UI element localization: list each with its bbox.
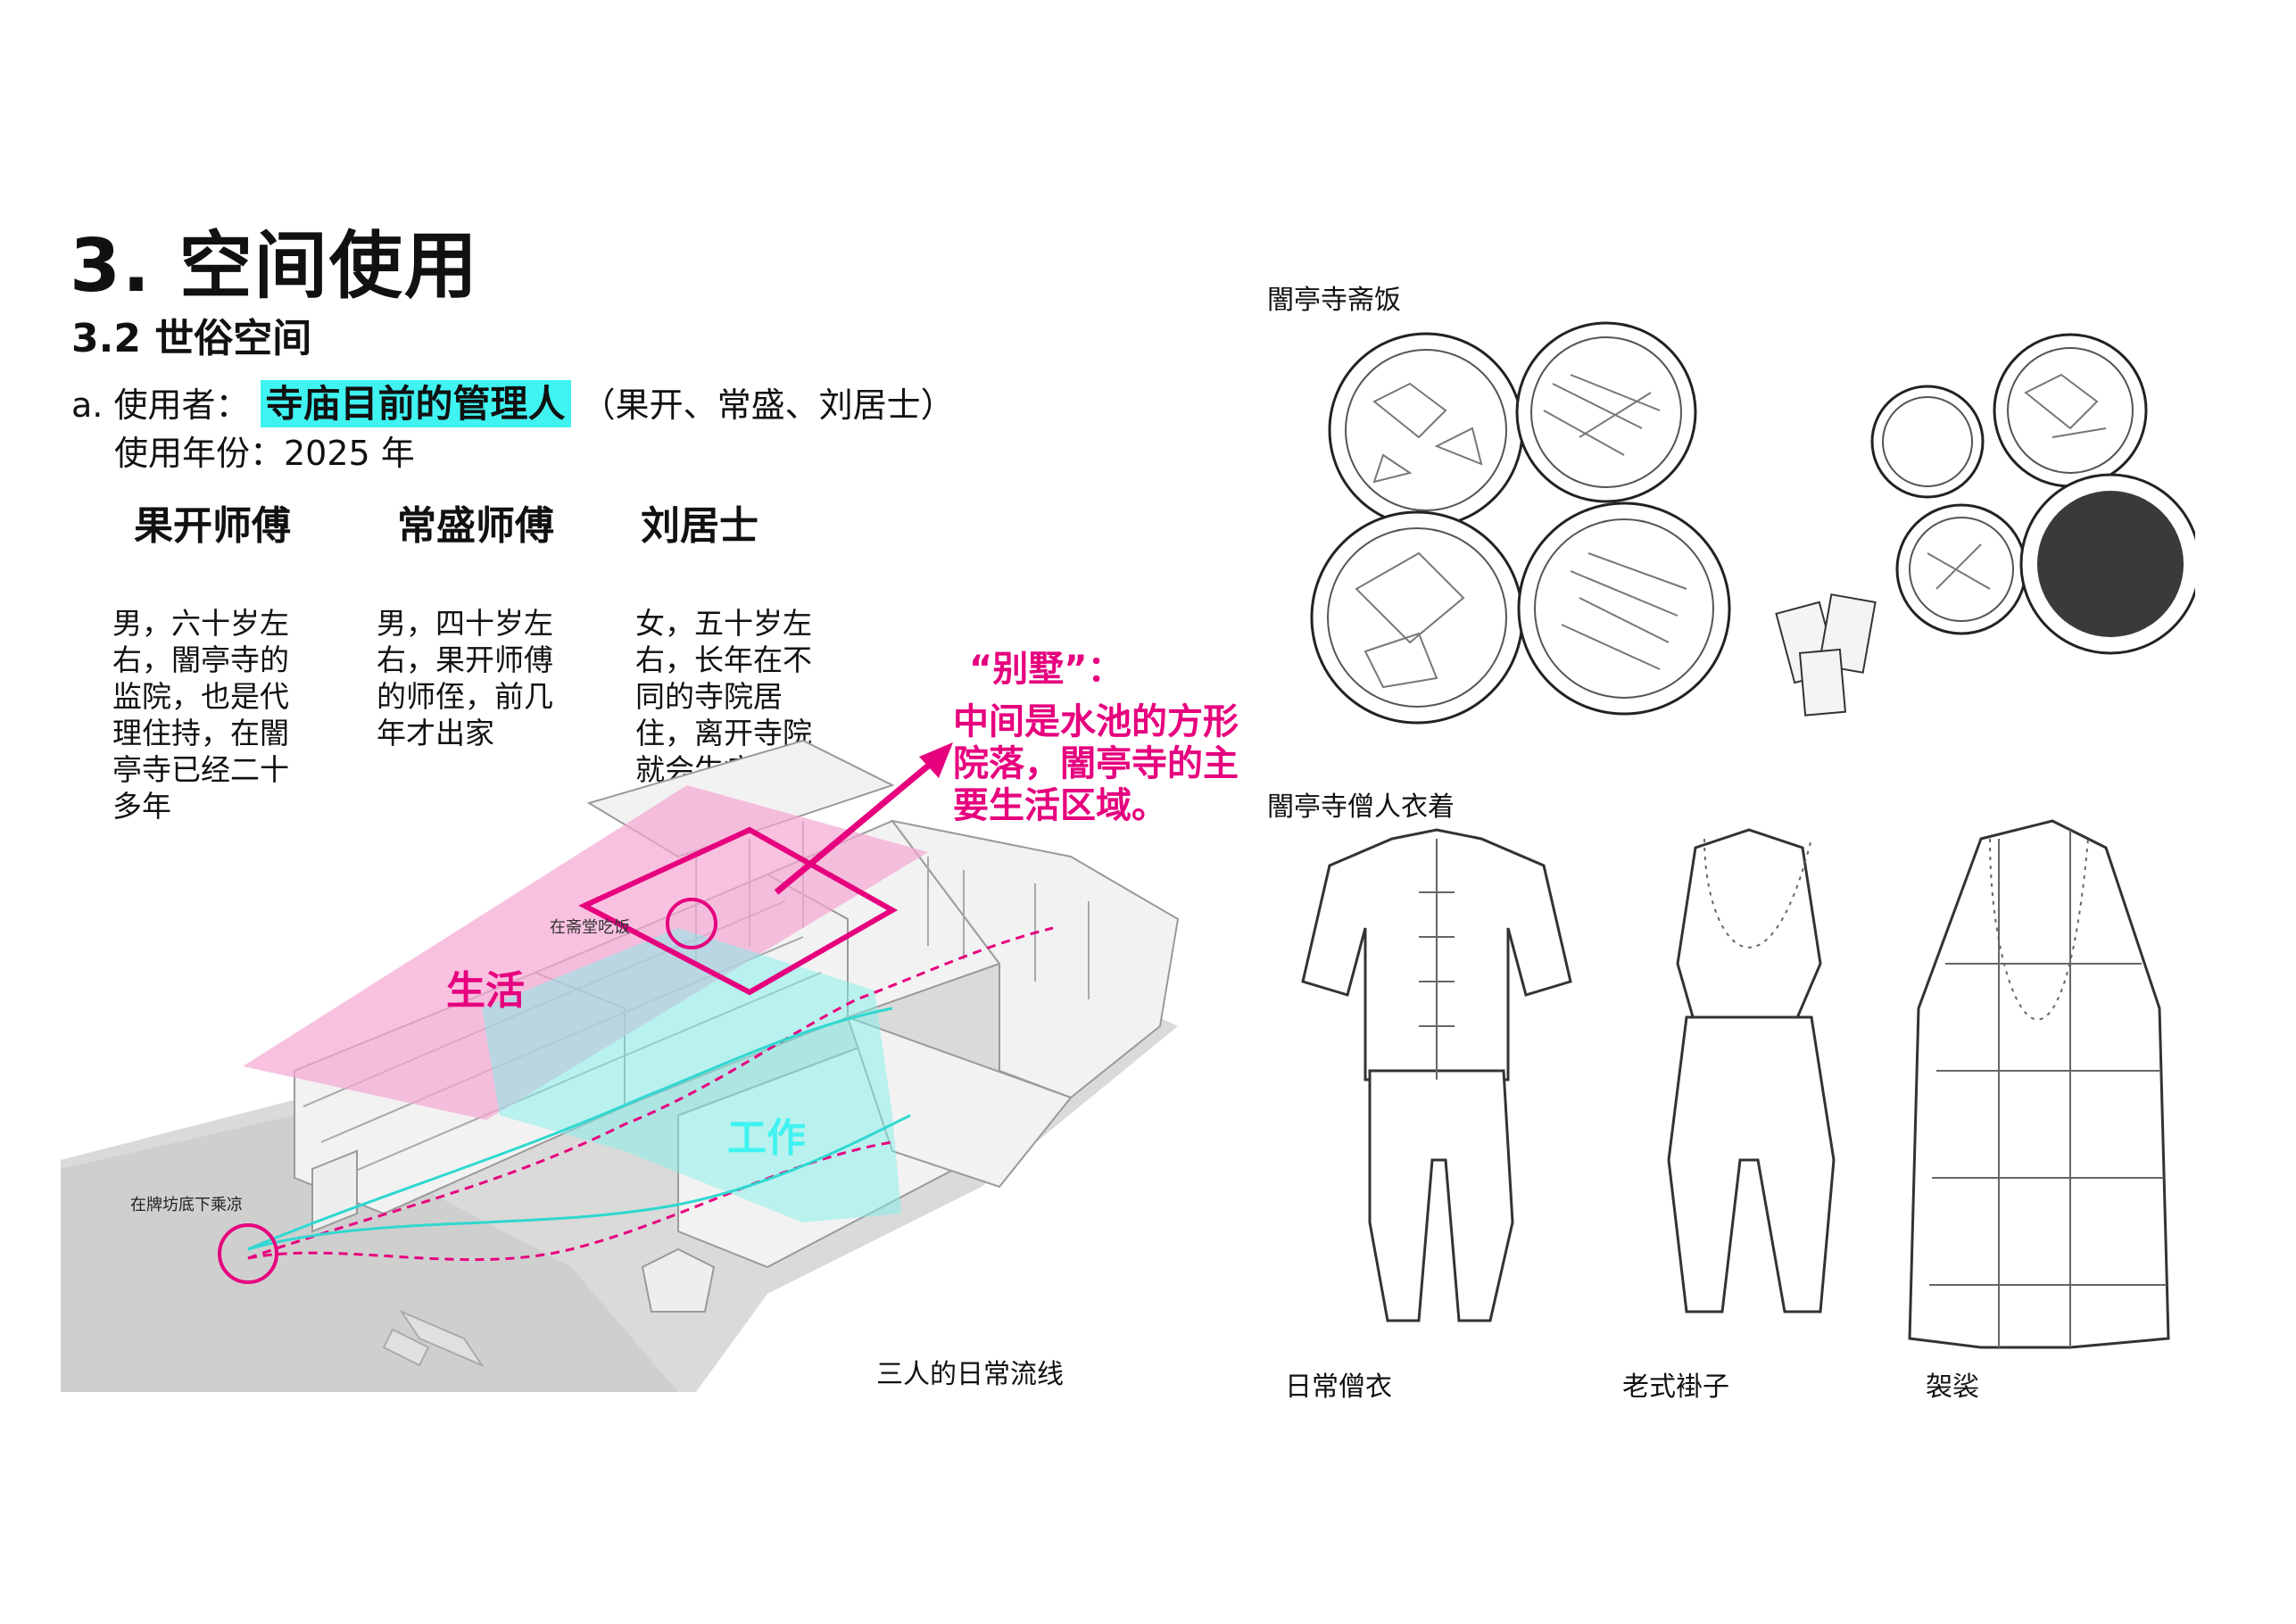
person-name-guokai: 果开师傅 bbox=[134, 503, 291, 549]
living-zone-label: 生活 bbox=[446, 968, 525, 1014]
daily-robe-trousers bbox=[1368, 1069, 1514, 1322]
monk-clothing-illustration bbox=[1301, 819, 2170, 1349]
annotation-title: “别墅”： bbox=[969, 649, 1123, 690]
clothing-label-kasaya: 袈裟 bbox=[1926, 1371, 1979, 1403]
users-line: a. 使用者： 寺庙目前的管理人 （果开、常盛、刘居士） bbox=[71, 380, 955, 427]
person-name-changsheng: 常盛师傅 bbox=[397, 503, 554, 549]
annotation-body: 中间是水池的方形院落，闇亭寺的主要生活区域。 bbox=[953, 701, 1239, 826]
magenta-circulation-route bbox=[247, 1140, 893, 1262]
food-caption: 闇亭寺斋饭 bbox=[1267, 285, 1401, 316]
bowl bbox=[1993, 333, 2148, 488]
users-suffix: （果开、常盛、刘居士） bbox=[581, 385, 955, 425]
annotation-arrowhead bbox=[919, 742, 953, 778]
work-zone-label: 工作 bbox=[727, 1115, 806, 1161]
dining-spot-circle bbox=[666, 898, 717, 949]
bowl bbox=[1310, 510, 1524, 725]
cyan-circulation-route bbox=[247, 1114, 911, 1251]
archway-spot-label: 在牌坊底下乘凉 bbox=[130, 1196, 243, 1214]
dining-spot-label: 在斋堂吃饭 bbox=[550, 918, 630, 937]
courtyard-outline bbox=[578, 826, 899, 996]
old-jacket-trousers bbox=[1667, 1015, 1836, 1313]
bowl bbox=[1517, 501, 1731, 716]
packaged-snacks bbox=[1775, 593, 1877, 717]
clothing-label-old-jacket: 老式褂子 bbox=[1622, 1371, 1729, 1403]
person-desc-changsheng: 男，四十岁左右，果开师傅的师侄，前几年才出家 bbox=[377, 606, 553, 750]
steps bbox=[382, 1309, 485, 1368]
diagram-caption: 三人的日常流线 bbox=[876, 1359, 1064, 1390]
section-subtitle: 3.2 世俗空间 bbox=[71, 316, 312, 361]
clothing-caption: 闇亭寺僧人衣着 bbox=[1267, 791, 1455, 823]
food-texture bbox=[1355, 373, 2107, 689]
person-desc-guokai: 男，六十岁左右，闇亭寺的监院，也是代理住持，在闇亭寺已经二十多年 bbox=[112, 606, 289, 824]
bowl bbox=[1870, 385, 1985, 499]
bowl bbox=[1515, 321, 1697, 503]
page-title: 3. 空间使用 bbox=[70, 224, 479, 309]
work-zone-volume bbox=[482, 928, 901, 1222]
magenta-circulation-route bbox=[247, 926, 1054, 1260]
dark-greens-dish bbox=[2037, 491, 2184, 637]
bowl bbox=[1895, 503, 2027, 635]
living-zone-plane bbox=[243, 785, 928, 1120]
kasaya-robe bbox=[1908, 819, 2170, 1349]
old-jacket-top bbox=[1676, 828, 1822, 1028]
users-highlight: 寺庙目前的管理人 bbox=[260, 380, 571, 427]
garment-details bbox=[1419, 830, 2167, 1347]
clothing-label-daily-robe: 日常僧衣 bbox=[1285, 1371, 1392, 1403]
archway-spot-circle bbox=[218, 1223, 278, 1284]
year-line: 使用年份：2025 年 bbox=[114, 434, 415, 473]
annotation-arrow bbox=[774, 756, 940, 895]
pavilion bbox=[641, 1247, 716, 1313]
cyan-circulation-route bbox=[247, 1007, 893, 1251]
vegetarian-meal-illustration bbox=[1310, 321, 2195, 725]
person-name-liu: 刘居士 bbox=[641, 503, 758, 549]
users-prefix: a. 使用者： bbox=[71, 385, 250, 425]
